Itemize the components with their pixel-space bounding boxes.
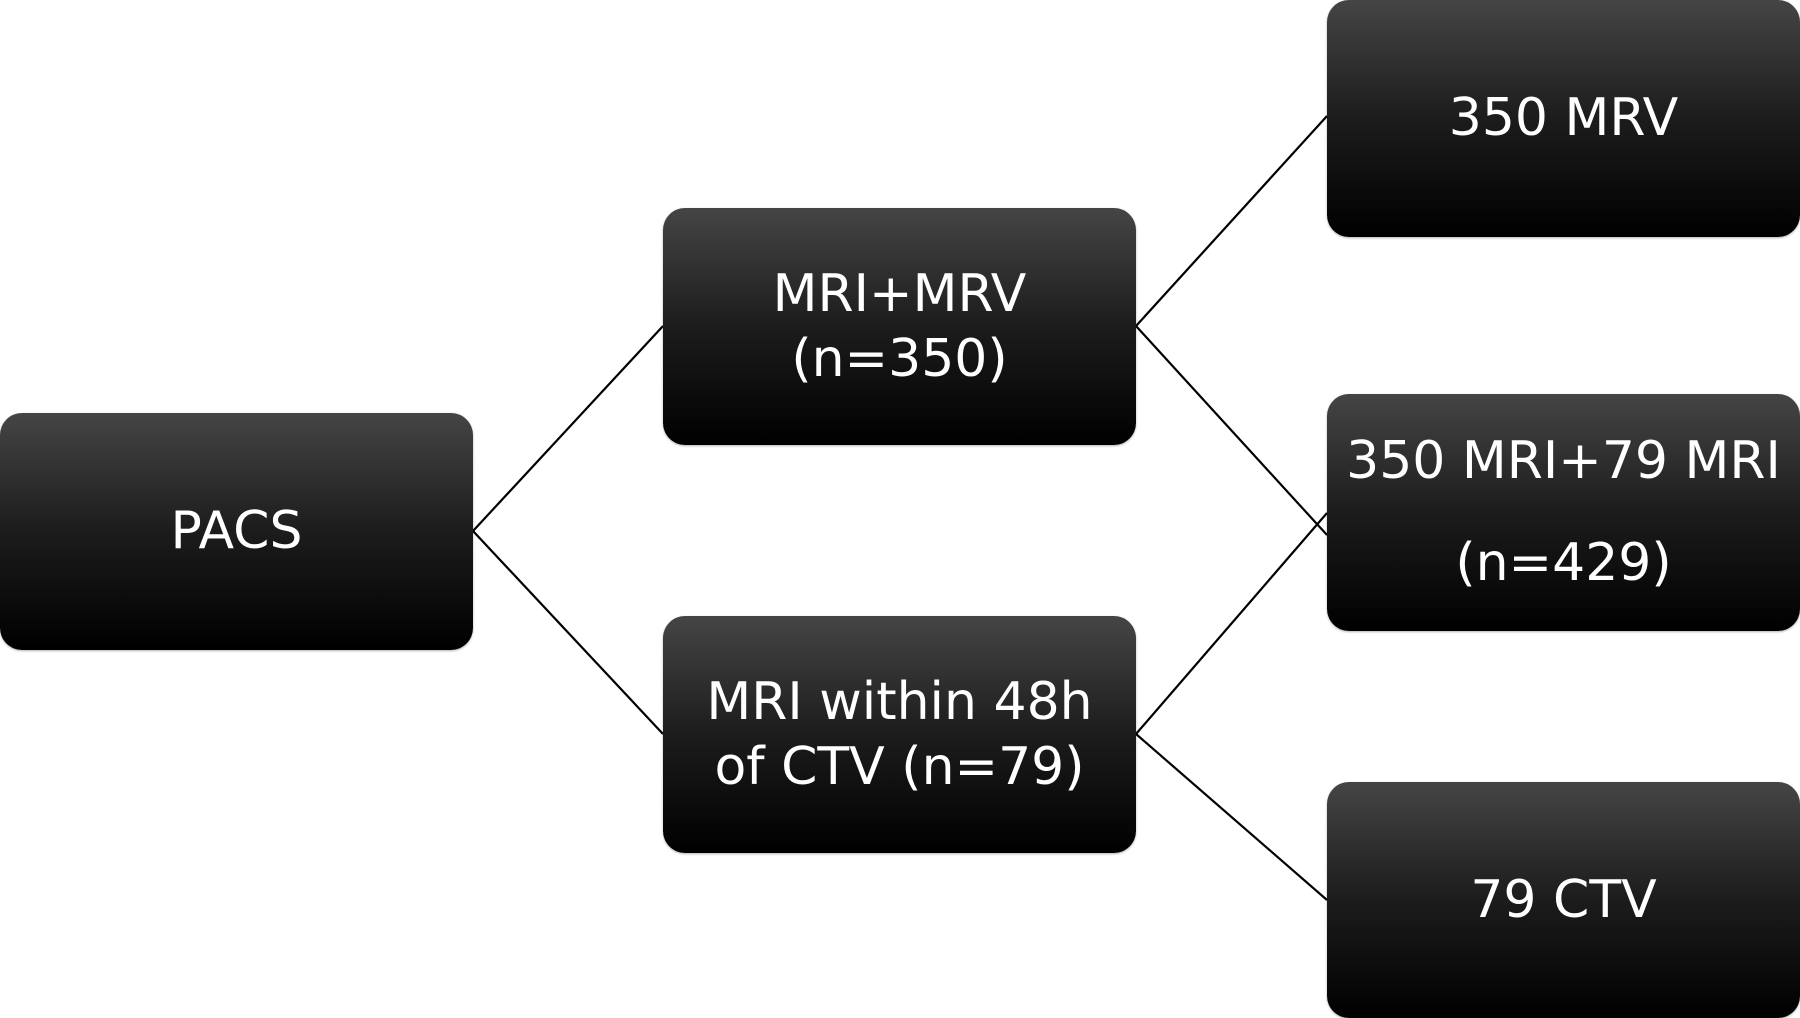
node-mri-mrv: MRI+MRV (n=350) — [663, 208, 1136, 445]
edge-mri-ctv-to-mri-total — [1135, 512, 1328, 735]
node-mri-mrv-label-line2: (n=350) — [791, 328, 1008, 389]
node-79-ctv-label: 79 CTV — [1470, 869, 1657, 930]
node-mri-ctv-label-line1: MRI within 48h — [706, 671, 1093, 732]
node-350-mrv: 350 MRV — [1327, 0, 1800, 237]
node-350-mrv-label: 350 MRV — [1448, 88, 1679, 148]
node-mri-mrv-label-line1: MRI+MRV — [772, 263, 1027, 324]
node-mri-total-label-line1: 350 MRI+79 MRI — [1346, 431, 1781, 492]
edge-mri-mrv-to-350-mrv — [1135, 115, 1328, 327]
node-mri-within-48h-of-ctv: MRI within 48h of CTV (n=79) — [663, 616, 1136, 853]
node-mri-ctv-label-line2: of CTV (n=79) — [714, 736, 1085, 797]
edge-mri-mrv-to-mri-total — [1135, 325, 1328, 536]
edge-mri-ctv-to-79-ctv — [1135, 733, 1328, 901]
node-pacs: PACS — [0, 413, 473, 650]
node-mri-total: 350 MRI+79 MRI (n=429) — [1327, 394, 1800, 631]
node-pacs-label: PACS — [170, 501, 303, 561]
edge-pacs-to-mri-mrv — [472, 325, 664, 532]
edge-pacs-to-mri-ctv — [472, 530, 664, 735]
node-mri-total-label-line2: (n=429) — [1455, 532, 1672, 593]
node-79-ctv: 79 CTV — [1327, 782, 1800, 1018]
